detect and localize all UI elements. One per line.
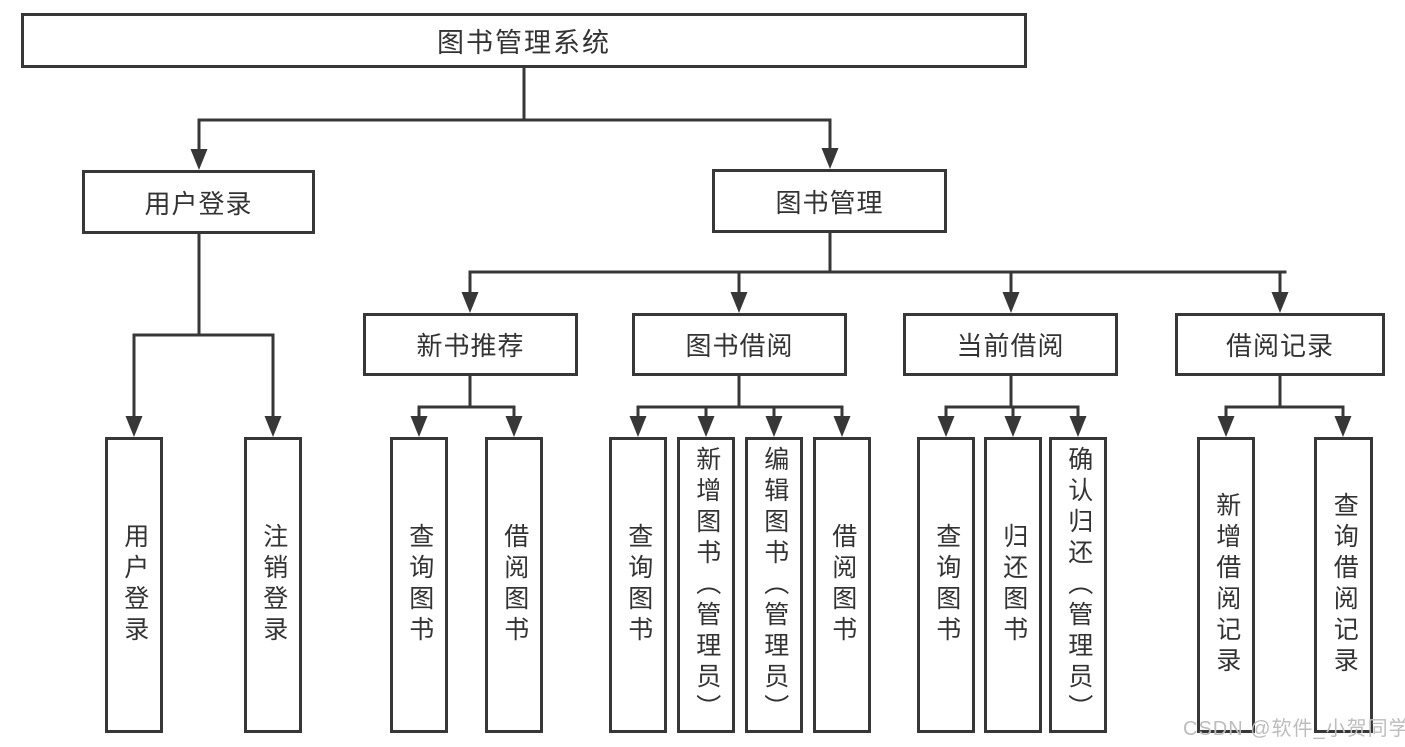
arrow-down-icon — [697, 416, 715, 437]
node-borrowing-records: 借阅记录 — [1175, 313, 1385, 376]
csdn-watermark: CSDN @软件_小贺同学 — [1183, 718, 1405, 740]
arrow-down-icon — [1217, 416, 1235, 437]
arrow-down-icon — [937, 416, 955, 437]
leaf-edit-book-admin: 编辑图书（管理员） — [745, 437, 803, 733]
node-label: 新增图书（管理员） — [692, 445, 721, 725]
node-book-management: 图书管理 — [712, 169, 947, 233]
arrow-down-icon — [1002, 292, 1020, 313]
connector-book-management-to-level2 — [461, 233, 1289, 313]
node-label: 查询图书 — [405, 523, 434, 647]
node-label: 新增借阅记录 — [1212, 492, 1241, 678]
leaf-add-borrowing-record: 新增借阅记录 — [1197, 437, 1255, 733]
leaf-query-borrowing-record: 查询借阅记录 — [1314, 437, 1373, 733]
connector-user-login-to-leaves — [125, 234, 282, 437]
node-label: 借阅图书 — [828, 523, 857, 647]
node-label: 新书推荐 — [416, 331, 525, 361]
connector-root-to-level1 — [190, 68, 839, 170]
node-label: 图书借阅 — [685, 331, 794, 361]
node-label: 当前借阅 — [956, 331, 1065, 361]
arrow-down-icon — [410, 416, 428, 437]
arrow-down-icon — [1334, 416, 1352, 437]
arrow-down-icon — [1004, 416, 1022, 437]
leaf-query-books-recommend: 查询图书 — [390, 437, 448, 733]
node-label: 图书管理 — [775, 187, 884, 218]
node-label: 查询图书 — [932, 523, 961, 647]
node-new-book-recommendation: 新书推荐 — [363, 313, 578, 376]
node-label: 归还图书 — [999, 523, 1028, 647]
node-label: 编辑图书（管理员） — [760, 445, 789, 725]
leaf-add-book-admin: 新增图书（管理员） — [677, 437, 735, 733]
arrow-down-icon — [730, 292, 748, 313]
node-label: 借阅图书 — [500, 523, 529, 647]
node-current-borrowing: 当前借阅 — [903, 313, 1118, 376]
node-label: 图书管理系统 — [437, 28, 611, 58]
node-label: 注销登录 — [259, 523, 288, 647]
leaf-borrow-books-recommend: 借阅图书 — [485, 437, 543, 733]
node-user-login: 用户登录 — [82, 170, 315, 234]
leaf-logout: 注销登录 — [244, 437, 302, 733]
node-label: 用户登录 — [144, 188, 253, 219]
node-library-management-system: 图书管理系统 — [21, 13, 1027, 68]
node-book-borrowing: 图书借阅 — [632, 313, 847, 376]
connector-book-borrowing-to-leaves — [629, 376, 851, 437]
arrow-down-icon — [190, 149, 208, 170]
connector-current-borrowing-to-leaves — [937, 376, 1087, 437]
arrow-down-icon — [629, 416, 647, 437]
leaf-return-book: 归还图书 — [984, 437, 1042, 733]
arrow-down-icon — [264, 416, 282, 437]
leaf-confirm-return-admin: 确认归还（管理员） — [1049, 437, 1107, 733]
leaf-query-books-borrowing: 查询图书 — [609, 437, 667, 733]
leaf-query-books-current: 查询图书 — [917, 437, 975, 733]
connector-borrowing-records-to-leaves — [1217, 376, 1352, 437]
connector-new-book-to-leaves — [410, 376, 523, 437]
arrow-down-icon — [1069, 416, 1087, 437]
node-label: 查询图书 — [624, 523, 653, 647]
arrow-down-icon — [461, 292, 479, 313]
node-label: 借阅记录 — [1225, 331, 1334, 361]
arrow-down-icon — [833, 416, 851, 437]
arrow-down-icon — [821, 148, 839, 169]
leaf-user-login: 用户登录 — [105, 437, 163, 733]
arrow-down-icon — [765, 416, 783, 437]
node-label: 用户登录 — [120, 523, 149, 647]
node-label: 确认归还（管理员） — [1064, 445, 1093, 725]
leaf-borrow-books-borrowing: 借阅图书 — [813, 437, 871, 733]
arrow-down-icon — [1271, 292, 1289, 313]
arrow-down-icon — [125, 416, 143, 437]
node-label: 查询借阅记录 — [1330, 492, 1359, 678]
arrow-down-icon — [505, 416, 523, 437]
